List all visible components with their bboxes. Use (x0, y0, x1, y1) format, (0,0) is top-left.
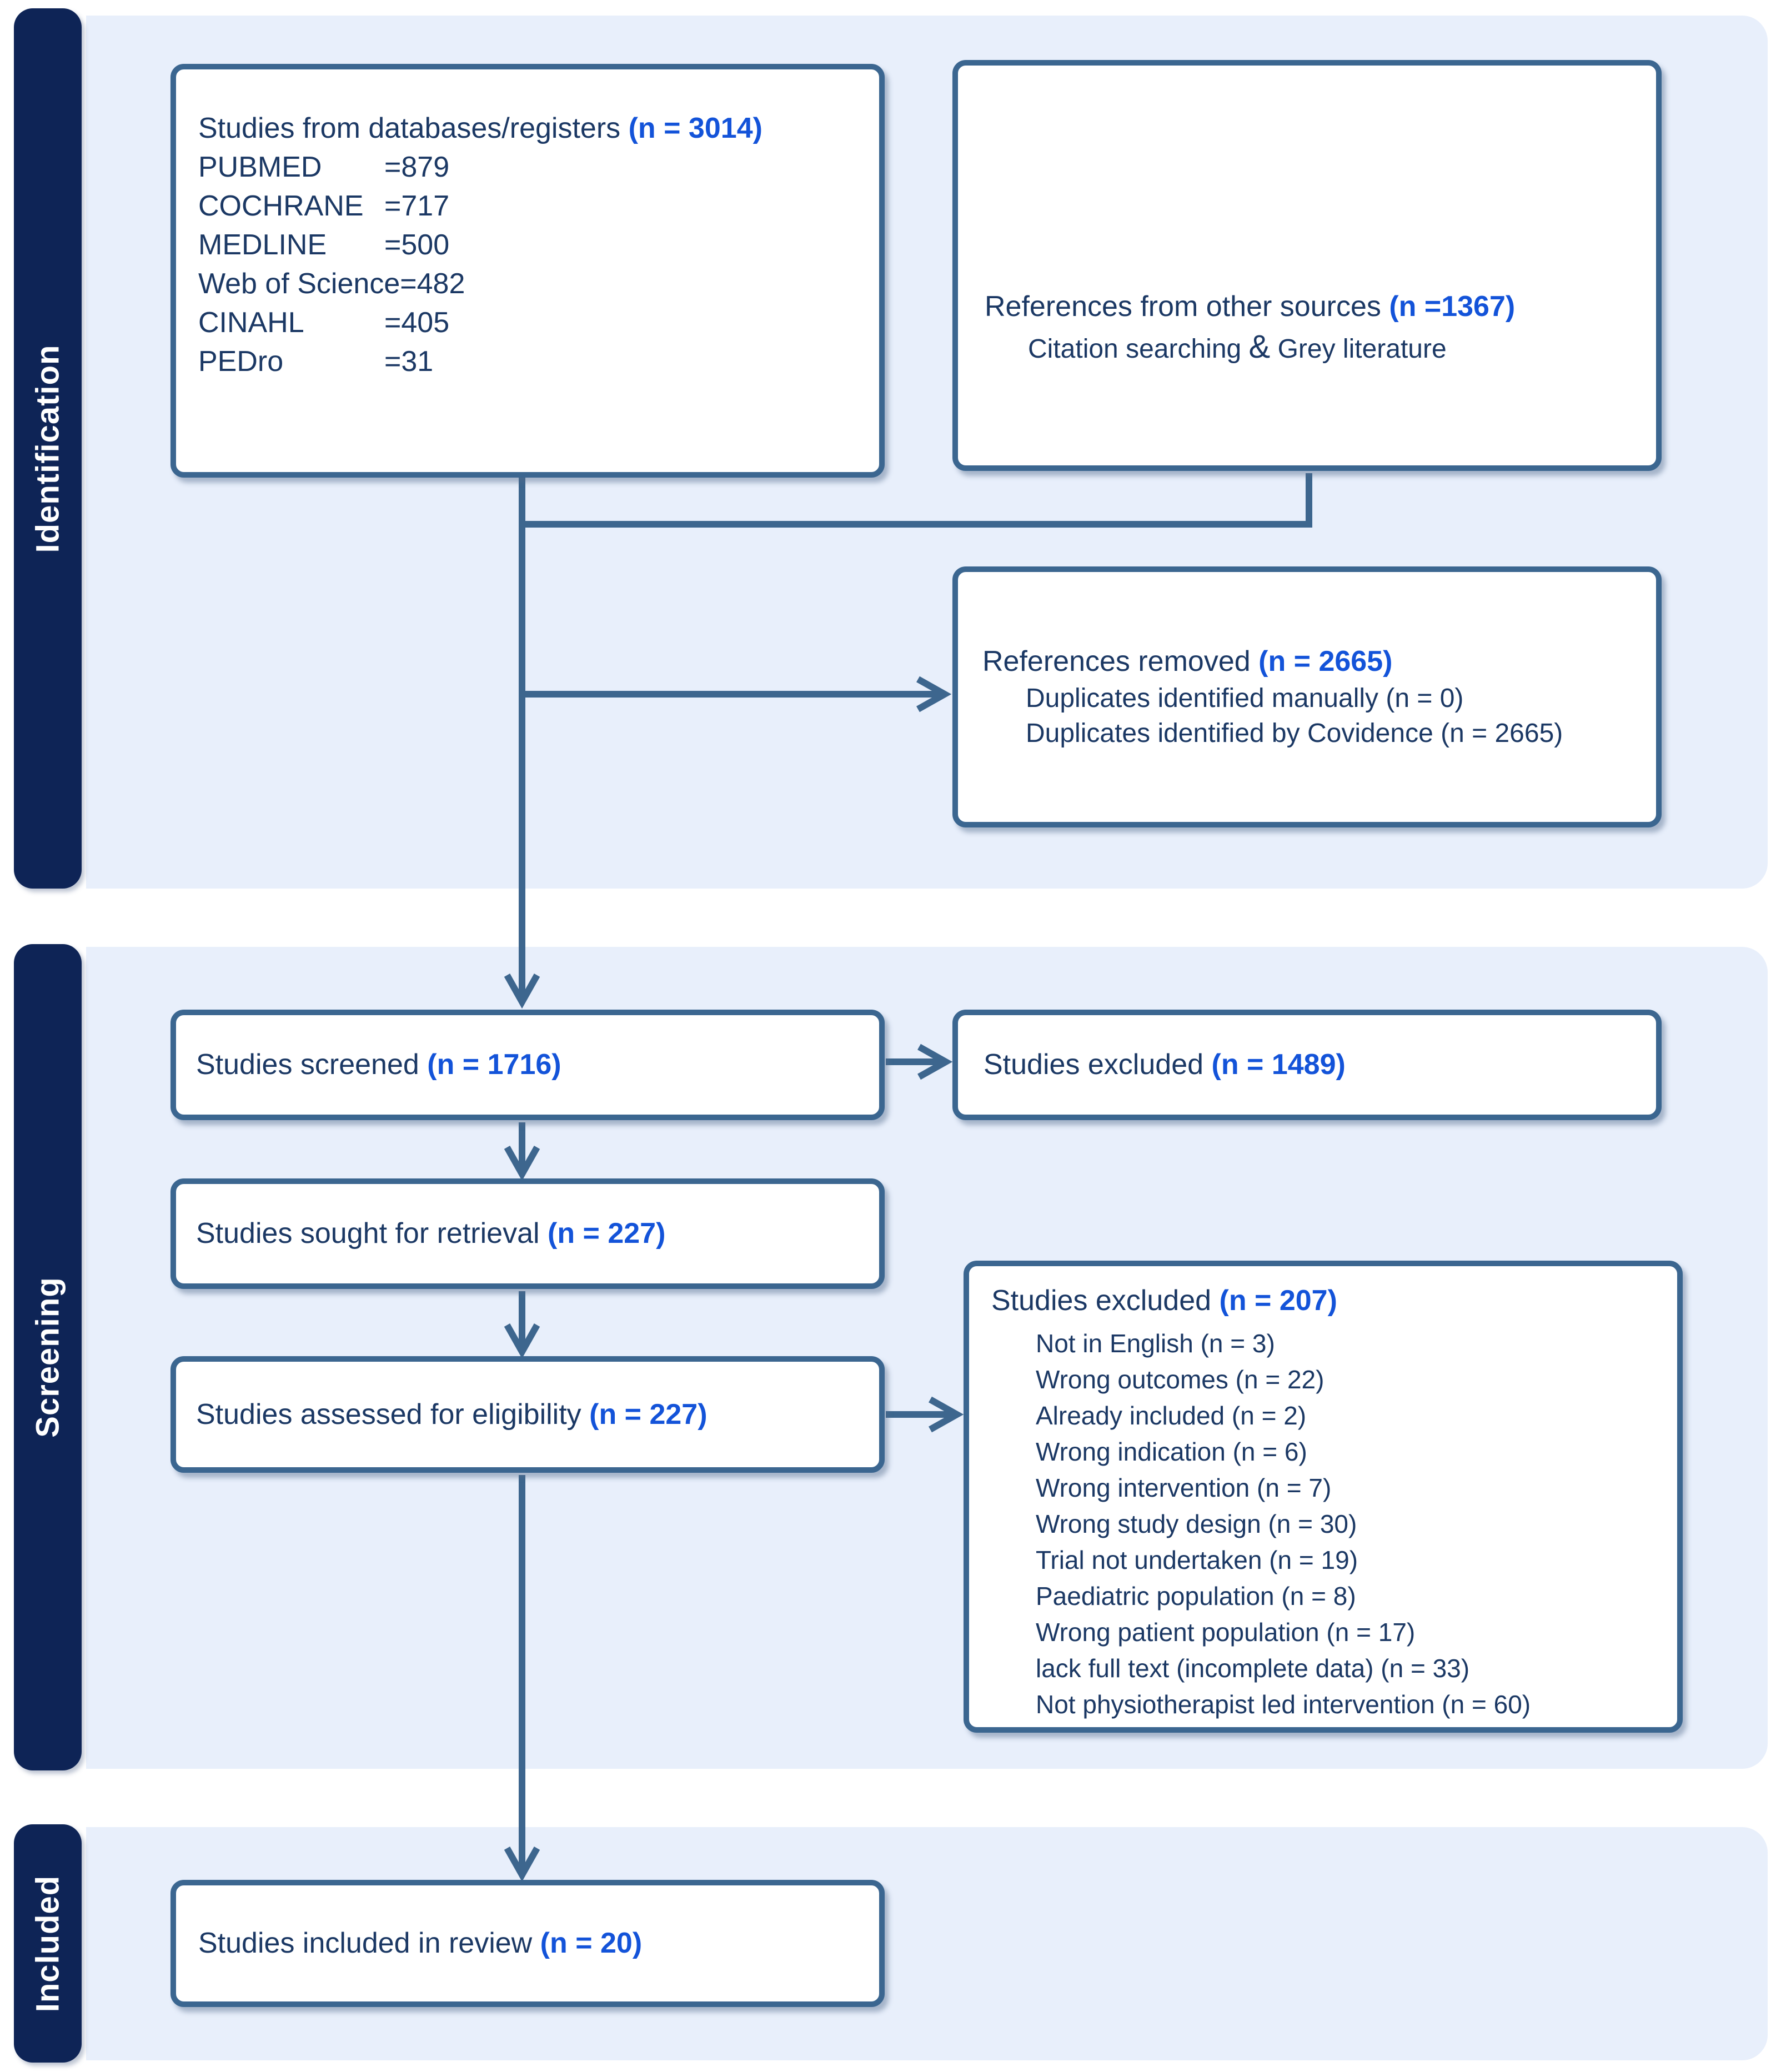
database-row: Web of Science=482 (198, 264, 862, 303)
box-excluded-eligibility-title-text: Studies excluded (991, 1285, 1220, 1317)
database-row: COCHRANE =717 (198, 187, 862, 225)
box-other-sources-title-text: References from other sources (985, 290, 1389, 323)
box-assessed-count: (n = 227) (589, 1398, 708, 1431)
box-other-sources: References from other sources (n =1367) … (952, 60, 1662, 471)
grey-literature-text: Grey literature (1270, 334, 1447, 364)
box-screened-title-text: Studies screened (196, 1048, 428, 1081)
exclusion-reason: Not physiotherapist led intervention (n … (1036, 1689, 1531, 1719)
box-sought-title: Studies sought for retrieval (n = 227) (196, 1215, 868, 1253)
box-assessed-title: Studies assessed for eligibility (n = 22… (196, 1396, 868, 1434)
box-references-removed: References removed (n = 2665) Duplicates… (952, 566, 1662, 827)
box-excluded-screening-count: (n = 1489) (1211, 1048, 1346, 1081)
identification-sidebar: Identification (14, 8, 82, 889)
box-screened: Studies screened (n = 1716) (170, 1010, 885, 1120)
connector-to-references-removed-arrow (524, 676, 952, 713)
database-count: =879 (384, 150, 450, 183)
box-sought: Studies sought for retrieval (n = 227) (170, 1178, 885, 1289)
box-excluded-screening: Studies excluded (n = 1489) (952, 1010, 1662, 1120)
included-sidebar: Included (14, 1824, 82, 2063)
database-name: PUBMED (198, 150, 322, 183)
box-included-review-count: (n = 20) (540, 1927, 643, 1960)
exclusion-reason: lack full text (incomplete data) (n = 33… (1036, 1653, 1470, 1683)
box-assessed-title-text: Studies assessed for eligibility (196, 1398, 590, 1431)
box-databases-count: (n = 3014) (628, 112, 762, 144)
exclusion-reason: Wrong intervention (n = 7) (1036, 1473, 1332, 1502)
database-name: Web of Science (198, 267, 400, 300)
duplicates-covidence-line: Duplicates identified by Covidence (n = … (1026, 719, 1563, 749)
database-count: =500 (384, 228, 450, 261)
box-excluded-screening-title-text: Studies excluded (984, 1048, 1212, 1081)
connector-assessed-to-excluded-arrow (886, 1396, 964, 1433)
database-row: MEDLINE =500 (198, 225, 862, 264)
database-count: =31 (384, 345, 434, 378)
database-name: CINAHL (198, 306, 304, 339)
box-databases-title: Studies from databases/registers (n = 30… (198, 109, 862, 148)
database-count: =405 (384, 306, 450, 339)
database-row: PUBMED =879 (198, 148, 862, 187)
box-sought-count: (n = 227) (548, 1217, 666, 1250)
database-name: COCHRANE (198, 189, 364, 222)
connector-screened-to-excluded-arrow (886, 1043, 953, 1080)
box-databases-title-text: Studies from databases/registers (198, 112, 629, 144)
box-sought-title-text: Studies sought for retrieval (196, 1217, 548, 1250)
box-other-sources-count: (n =1367) (1389, 290, 1516, 323)
database-count: =717 (384, 189, 450, 222)
connector-other-sources-merge (524, 473, 1312, 528)
exclusion-reason: Already included (n = 2) (1036, 1401, 1307, 1430)
exclusion-reason: Wrong outcomes (n = 22) (1036, 1364, 1325, 1394)
exclusion-reason: Wrong patient population (n = 17) (1036, 1617, 1416, 1647)
box-excluded-eligibility-title: Studies excluded (n = 207) (991, 1282, 1666, 1320)
box-other-sources-detail: Citation searching & Grey literature (1028, 326, 1639, 369)
box-references-removed-title-text: References removed (982, 645, 1259, 678)
box-references-removed-title: References removed (n = 2665) (982, 643, 1639, 681)
box-excluded-eligibility: Studies excluded (n = 207) Not in Englis… (964, 1261, 1683, 1733)
box-excluded-eligibility-count: (n = 207) (1219, 1285, 1337, 1317)
ampersand: & (1248, 328, 1271, 365)
connector-databases-to-screened-arrow (504, 475, 540, 1009)
exclusion-reason: Trial not undertaken (n = 19) (1036, 1545, 1358, 1574)
exclusion-reason: Wrong study design (n = 30) (1036, 1509, 1357, 1538)
database-count: =482 (400, 267, 465, 300)
box-screened-count: (n = 1716) (427, 1048, 561, 1081)
box-other-sources-title: References from other sources (n =1367) (985, 288, 1639, 326)
citation-searching-text: Citation searching (1028, 334, 1249, 364)
database-name: MEDLINE (198, 228, 327, 261)
connector-sought-to-assessed-arrow (504, 1291, 540, 1359)
exclusion-reason: Not in English (n = 3) (1036, 1328, 1275, 1358)
connector-assessed-to-included-arrow (504, 1475, 540, 1882)
box-screened-title: Studies screened (n = 1716) (196, 1046, 868, 1084)
box-references-removed-count: (n = 2665) (1258, 645, 1393, 678)
exclusion-reason: Paediatric population (n = 8) (1036, 1581, 1356, 1611)
connector-screened-to-sought-arrow (504, 1122, 540, 1181)
box-included-review: Studies included in review (n = 20) (170, 1880, 885, 2007)
duplicates-manual-line: Duplicates identified manually (n = 0) (1026, 683, 1464, 713)
box-databases: Studies from databases/registers (n = 30… (170, 64, 885, 478)
screening-sidebar: Screening (14, 944, 82, 1770)
database-name: PEDro (198, 345, 284, 378)
exclusion-reason: Wrong indication (n = 6) (1036, 1437, 1307, 1466)
box-included-review-title: Studies included in review (n = 20) (198, 1924, 868, 1963)
box-excluded-screening-title: Studies excluded (n = 1489) (984, 1046, 1645, 1084)
database-row: PEDro =31 (198, 342, 862, 381)
box-assessed: Studies assessed for eligibility (n = 22… (170, 1356, 885, 1473)
box-included-review-title-text: Studies included in review (198, 1927, 540, 1960)
database-row: CINAHL =405 (198, 303, 862, 342)
